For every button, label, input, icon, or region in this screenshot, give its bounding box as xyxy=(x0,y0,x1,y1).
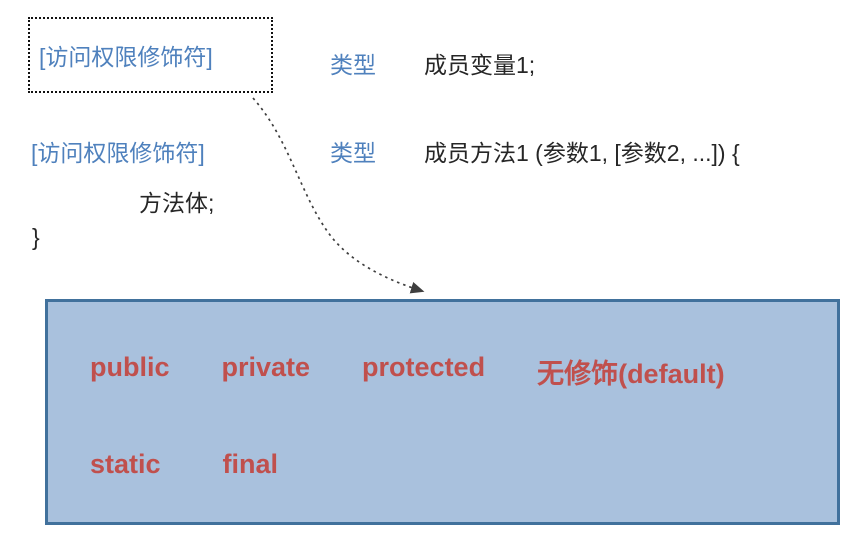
code-line1-modifier: [访问权限修饰符] xyxy=(39,44,213,70)
code-line3-method-body: 方法体; xyxy=(139,190,215,216)
modifier-protected: protected xyxy=(362,352,486,382)
modifier-public: public xyxy=(90,352,170,382)
code-line1-type: 类型 xyxy=(330,52,376,78)
modifier-highlight-box: [访问权限修饰符] xyxy=(28,17,273,93)
modifier-static: static xyxy=(90,449,161,479)
modifier-default: 无修饰(default) xyxy=(537,359,725,389)
code-line4-closing-brace: } xyxy=(32,224,40,250)
modifiers-row-2: static final xyxy=(90,449,278,480)
modifier-private: private xyxy=(221,352,311,382)
modifiers-row-1: public private protected 无修饰(default) xyxy=(90,352,725,391)
modifier-final: final xyxy=(222,449,279,479)
modifiers-panel: public private protected 无修饰(default) st… xyxy=(45,299,840,525)
code-line2-member: 成员方法1 (参数1, [参数2, ...]) { xyxy=(424,140,740,166)
code-line1-member: 成员变量1; xyxy=(424,52,536,78)
code-line2-type: 类型 xyxy=(330,140,376,166)
code-line2-modifier: [访问权限修饰符] xyxy=(31,140,205,166)
